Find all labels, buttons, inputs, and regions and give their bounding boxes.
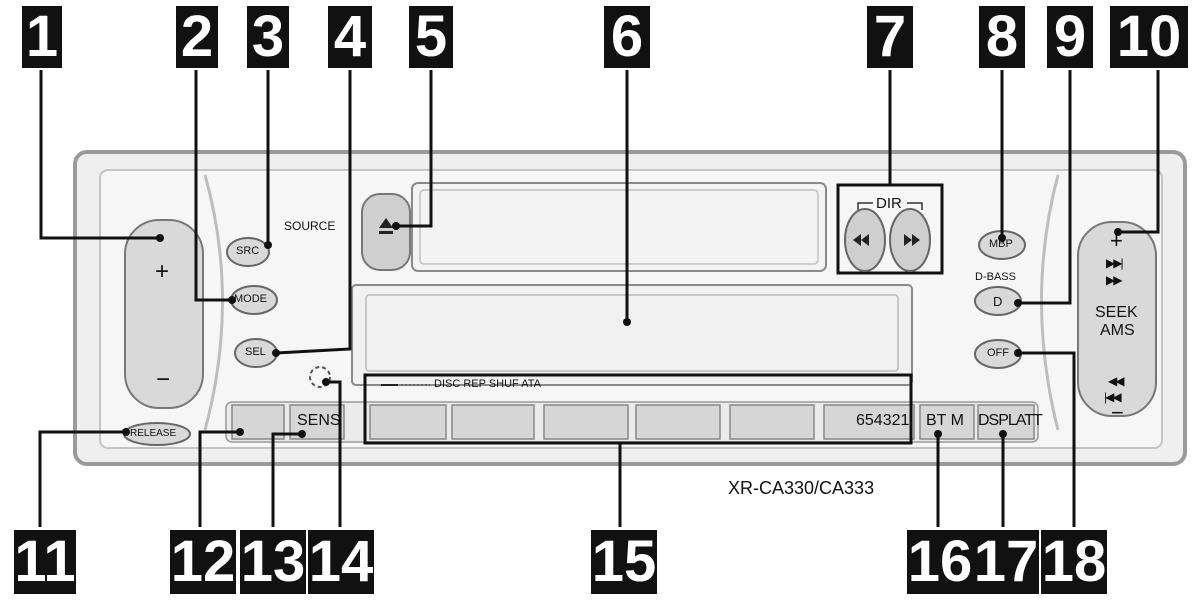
rewind-icon [853, 234, 869, 246]
callout-5: 5 [409, 6, 453, 68]
bt-m-label: BT M [926, 412, 964, 429]
prev-track-icon: |◀◀ [1104, 390, 1122, 404]
callout-2: 2 [176, 6, 218, 68]
ams-label: AMS [1100, 322, 1135, 339]
callout-15: 15 [591, 529, 657, 594]
display-window [351, 284, 913, 386]
callout-9: 9 [1047, 6, 1093, 68]
volume-minus: − [156, 366, 171, 393]
sens-label: SENS [297, 412, 341, 429]
callout-14: 14 [308, 529, 374, 594]
next-track-icon: ▶▶| [1106, 256, 1124, 270]
callout-3: 3 [247, 6, 289, 68]
callout-12: 12 [170, 529, 236, 594]
volume-rocker [124, 219, 204, 409]
receptor-icon [309, 366, 331, 388]
callout-4: 4 [328, 6, 372, 68]
release-button-label: RELEASE [130, 428, 177, 439]
seek-plus: + [1110, 228, 1123, 253]
mbp-button-label: MBP [989, 238, 1013, 250]
model-label: XR-CA330/CA333 [728, 478, 875, 498]
seek-minus: − [1111, 400, 1124, 425]
off-button-label: OFF [987, 347, 1009, 359]
fast-forward-icon [904, 234, 920, 246]
display-indicators: DISC REP SHUF ATA [434, 378, 541, 390]
rewind-small-icon: ◀◀ [1108, 374, 1125, 388]
dir-label: DIR [876, 195, 902, 212]
callout-7: 7 [867, 6, 913, 68]
leader-dots [122, 222, 1122, 438]
preset-row [225, 401, 1039, 443]
callout-18: 18 [1041, 529, 1107, 594]
callout-1: 1 [22, 6, 62, 68]
preset-btn-1 [369, 404, 447, 440]
d-button-label: D [993, 294, 1003, 309]
callout-10: 10 [1110, 6, 1188, 68]
volume-plus: + [155, 258, 170, 285]
seek-rocker [1077, 221, 1157, 417]
mode-button-label: MODE [234, 293, 267, 305]
callout-11: 11 [14, 529, 76, 594]
preset-btn-4 [635, 404, 721, 440]
dspl-att-label: DSPLATT [978, 412, 1043, 429]
cassette-slot [411, 182, 827, 272]
leader-lines [38, 70, 1160, 527]
fast-forward-small-icon: ▶▶ [1106, 273, 1123, 287]
preset-btn-6 [823, 404, 915, 440]
callout-16: 16 [907, 529, 973, 594]
src-button [226, 237, 270, 267]
preset-btn-5 [729, 404, 815, 440]
preset-btn-btm [919, 404, 975, 440]
dbass-label: D-BASS [975, 271, 1016, 283]
preset-numbers-label: 654321 [856, 412, 910, 429]
seek-label: SEEK [1095, 304, 1138, 321]
sel-button-label: SEL [245, 346, 266, 358]
callout-17: 17 [973, 529, 1039, 594]
preset-btn-2 [451, 404, 535, 440]
src-button-label: SRC [236, 245, 260, 257]
eject-icon [379, 218, 393, 234]
preset-group-box [363, 373, 913, 445]
callout-13: 13 [240, 529, 306, 594]
source-label: SOURCE [284, 219, 336, 233]
callout-6: 6 [604, 6, 650, 68]
preset-btn-3 [543, 404, 629, 440]
callout-8: 8 [979, 6, 1025, 68]
